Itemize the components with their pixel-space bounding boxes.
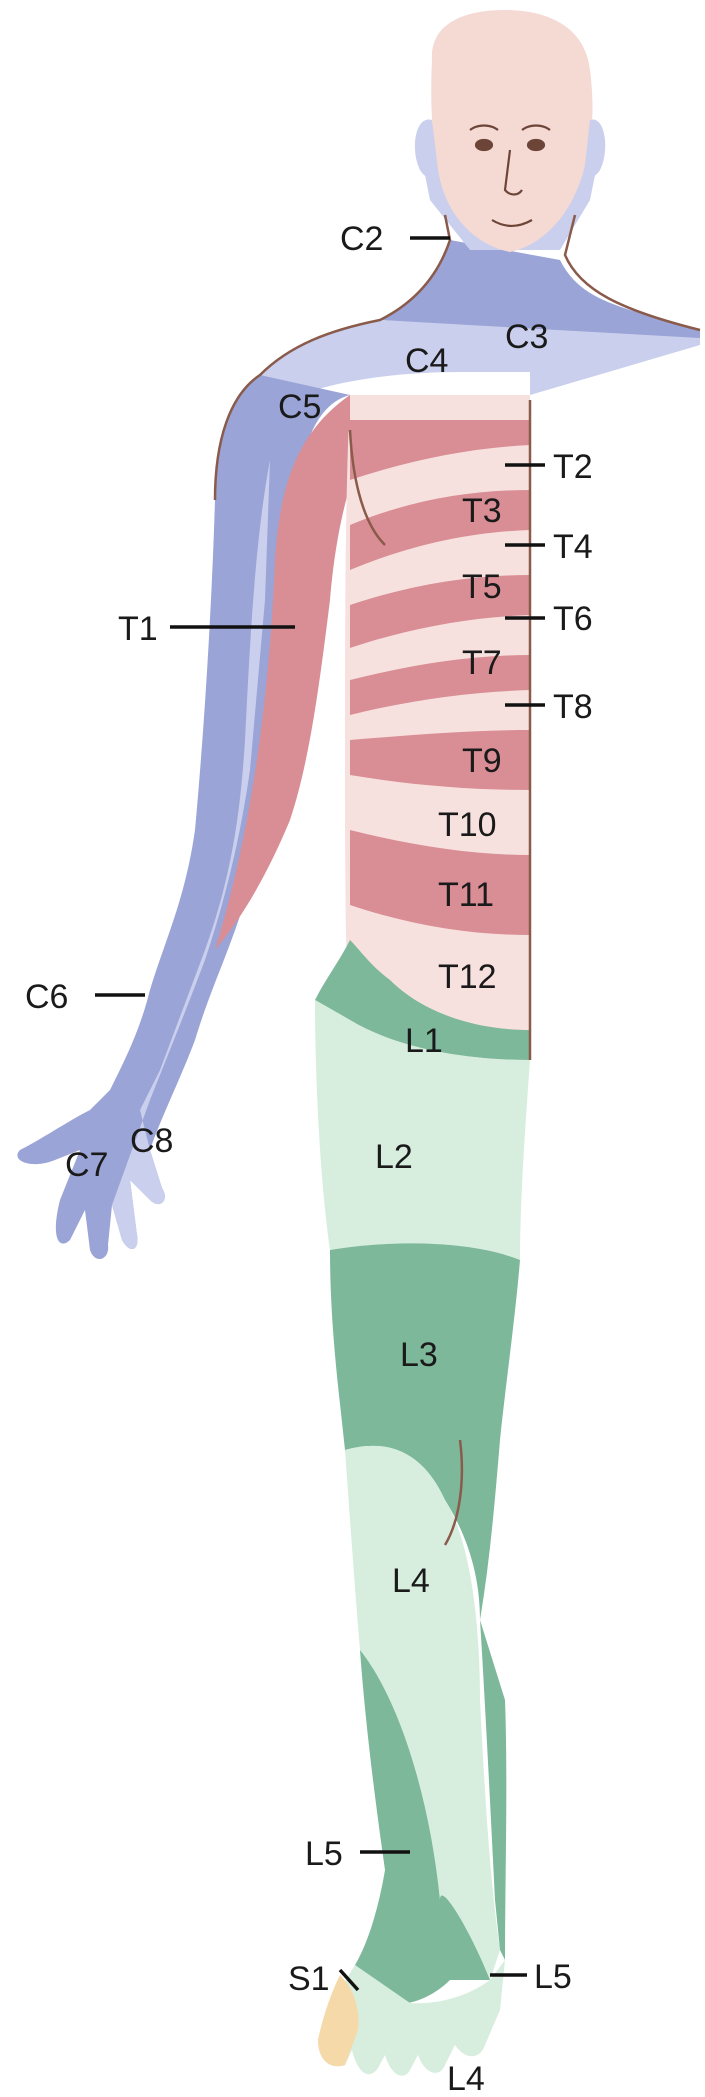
label-t11: T11: [438, 876, 494, 914]
label-l2: L2: [375, 1138, 413, 1176]
label-s1: S1: [288, 1960, 330, 1998]
leg-region: [315, 940, 530, 2076]
label-l5-foot: L5: [534, 1958, 572, 1996]
label-c8: C8: [130, 1122, 173, 1160]
label-c7: C7: [65, 1146, 108, 1184]
label-l3: L3: [400, 1336, 438, 1374]
label-t7: T7: [462, 644, 502, 682]
label-t1: T1: [118, 610, 158, 648]
label-l1: L1: [405, 1022, 443, 1060]
label-t3: T3: [462, 492, 502, 530]
arm-region: [17, 375, 355, 1259]
label-c6: C6: [25, 978, 68, 1016]
label-l5: L5: [305, 1835, 343, 1873]
label-l4: L4: [392, 1562, 430, 1600]
label-c4: C4: [405, 342, 448, 380]
label-t5: T5: [462, 568, 502, 606]
label-t8: T8: [553, 688, 593, 726]
label-t12: T12: [438, 958, 497, 996]
label-l4-foot: L4: [447, 2060, 485, 2097]
label-t6: T6: [553, 600, 593, 638]
label-c5: C5: [278, 388, 321, 426]
label-c3: C3: [505, 318, 548, 356]
label-t4: T4: [553, 528, 593, 566]
label-t9: T9: [462, 742, 502, 780]
label-c2: C2: [340, 220, 383, 258]
label-t2: T2: [553, 448, 593, 486]
label-t10: T10: [438, 806, 497, 844]
